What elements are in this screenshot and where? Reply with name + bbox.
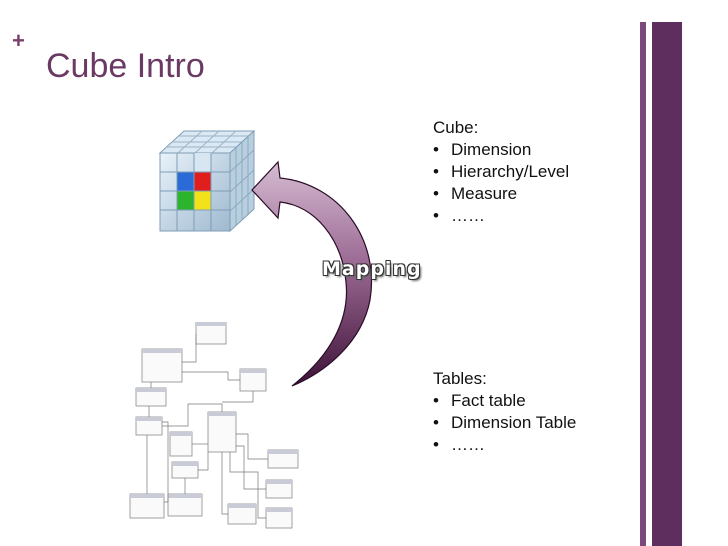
cube-section: Cube: Dimension Hierarchy/Level Measure … [433, 117, 569, 227]
list-item: …… [433, 434, 576, 456]
list-item: Fact table [433, 390, 576, 412]
slide-title: Cube Intro [46, 47, 205, 85]
list-item: …… [433, 205, 569, 227]
list-item: Measure [433, 183, 569, 205]
tables-section: Tables: Fact table Dimension Table …… [433, 368, 576, 456]
cube-illustration [158, 129, 256, 233]
list-item: Dimension Table [433, 412, 576, 434]
mapping-arrow [251, 160, 372, 387]
mapping-label: Mapping [322, 258, 422, 280]
cube-list: Dimension Hierarchy/Level Measure …… [433, 139, 569, 227]
list-item: Dimension [433, 139, 569, 161]
er-diagram-illustration [129, 322, 299, 529]
cube-heading: Cube: [433, 118, 479, 137]
accent-bar-thin [640, 22, 646, 546]
accent-bar-wide [652, 22, 682, 546]
tables-heading: Tables: [433, 369, 487, 388]
list-item: Hierarchy/Level [433, 161, 569, 183]
tables-list: Fact table Dimension Table …… [433, 390, 576, 456]
plus-icon: + [12, 28, 25, 53]
